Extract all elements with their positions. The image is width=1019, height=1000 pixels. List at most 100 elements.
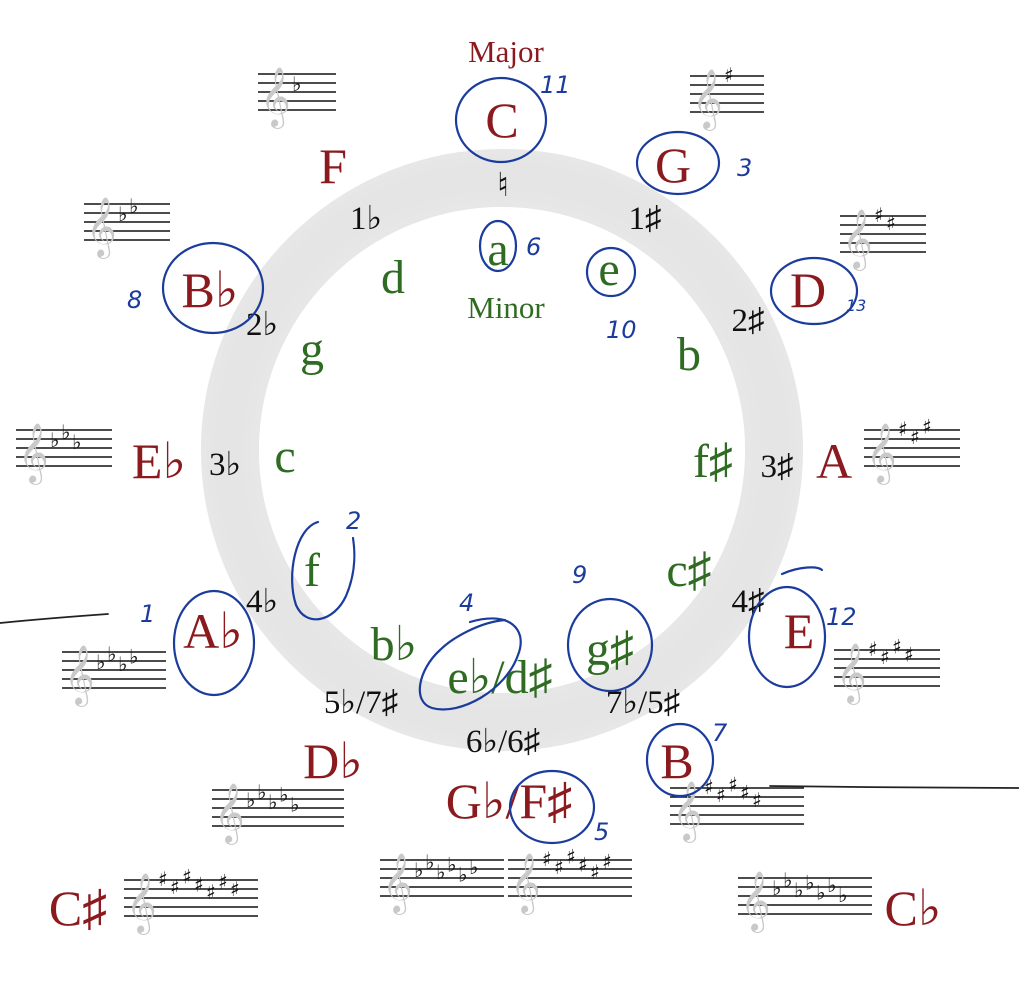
minor-key-g: g [300, 323, 324, 376]
ink-number-bb: 8 [127, 286, 142, 314]
ink-number-b: 7 [712, 719, 728, 747]
sharp-icon: ♯ [566, 845, 576, 869]
treble-clef-icon: 𝄞 [836, 643, 867, 705]
accidental-1-flat: 1♭ [350, 201, 382, 237]
ink-circle-d [769, 256, 859, 326]
ink-circle-eb-minor [418, 617, 522, 711]
sharp-icon: ♯ [910, 425, 920, 449]
flat-icon: ♭ [772, 876, 781, 900]
sharp-icon: ♯ [542, 847, 552, 871]
key-signature-staves: 𝄞♭𝄞♯𝄞♭♭𝄞♯♯𝄞♭♭♭𝄞♯♯♯𝄞♭♭♭♭𝄞♯♯♯♯𝄞♭♭♭♭♭𝄞♯♯♯♯♯… [16, 63, 960, 935]
major-key-cs: C♯ [49, 880, 107, 936]
sharp-icon: ♯ [874, 203, 884, 227]
flat-icon: ♭ [61, 420, 70, 444]
flat-icon: ♭ [50, 428, 59, 452]
minor-key-cs: c♯ [666, 544, 711, 597]
ink-circle-bb [161, 241, 265, 335]
minor-key-a: a [487, 223, 508, 276]
major-key-f: F [319, 138, 347, 194]
ink-line-left [0, 613, 109, 624]
ink-circle-g [635, 130, 721, 196]
flat-icon: ♭ [414, 858, 423, 882]
ink-stroke-e [780, 566, 824, 576]
minor-key-c: c [274, 430, 295, 483]
sharp-icon: ♯ [880, 645, 890, 669]
ink-number-e-minor: 10 [606, 316, 637, 344]
handwritten-ink [0, 76, 1019, 845]
major-key-cb: C♭ [885, 880, 942, 936]
sharp-icon: ♯ [206, 880, 216, 904]
sharp-icon: ♯ [704, 775, 714, 799]
staff-g: 𝄞♯ [690, 63, 764, 131]
ink-number-a-minor: 6 [526, 233, 541, 261]
sharp-icon: ♯ [868, 637, 878, 661]
ink-circle-e-minor [585, 246, 637, 298]
major-key-b: B [660, 733, 693, 789]
staff-eb: 𝄞♭♭♭ [16, 420, 112, 485]
sharp-icon: ♯ [194, 872, 204, 896]
accidental-6-flats-6-sharps: 6♭/6♯ [466, 724, 540, 760]
accidental-5-flats-7-sharps: 5♭/7♯ [324, 685, 398, 721]
staff-b: 𝄞♯♯♯♯♯ [670, 773, 804, 843]
sharp-icon: ♯ [752, 788, 762, 812]
flat-icon: ♭ [783, 868, 792, 892]
sharp-icon: ♯ [182, 865, 192, 889]
ink-arc-f-minor [291, 520, 356, 621]
flat-icon: ♭ [447, 852, 456, 876]
treble-clef-icon: 𝄞 [126, 873, 157, 935]
staff-d: 𝄞♯♯ [840, 203, 926, 271]
sharp-icon: ♯ [230, 877, 240, 901]
treble-clef-icon: 𝄞 [64, 645, 95, 707]
circle-ring-band [201, 149, 803, 751]
ink-number-ab: 1 [140, 600, 155, 628]
major-key-g: G [655, 137, 691, 193]
ink-circle-ab [172, 589, 256, 697]
flat-icon: ♭ [118, 202, 127, 226]
major-key-e: E [784, 603, 815, 659]
sharp-icon: ♯ [578, 852, 588, 876]
staff-cs: 𝄞♯♯♯♯♯♯♯ [124, 865, 258, 935]
sharp-icon: ♯ [922, 415, 932, 439]
minor-key-bb: b♭ [371, 618, 418, 671]
flat-icon: ♭ [436, 860, 445, 884]
flat-icon: ♭ [268, 790, 277, 814]
sharp-icon: ♯ [898, 417, 908, 441]
major-key-d: D [790, 262, 826, 318]
sharp-icon: ♯ [740, 780, 750, 804]
sharp-icon: ♯ [728, 773, 738, 797]
treble-clef-icon: 𝄞 [692, 69, 723, 131]
major-key-ab: A♭ [183, 603, 243, 659]
minor-key-eb-ds: e♭/d♯ [447, 651, 552, 704]
flat-icon: ♭ [246, 788, 255, 812]
major-key-db: D♭ [303, 733, 363, 789]
staff-db: 𝄞♭♭♭♭♭ [212, 780, 344, 845]
staff-f: 𝄞♭ [258, 67, 336, 129]
sharp-icon: ♯ [892, 635, 902, 659]
flat-icon: ♭ [96, 650, 105, 674]
flat-icon: ♭ [257, 780, 266, 804]
minor-key-fs: f♯ [693, 435, 733, 488]
flat-icon: ♭ [827, 873, 836, 897]
major-key-bb: B♭ [182, 262, 239, 318]
major-key-gb-fs: G♭/F♯ [446, 773, 572, 829]
major-key-eb: E♭ [132, 433, 186, 489]
ink-number-c: 11 [540, 71, 571, 99]
major-header: Major [468, 34, 544, 69]
flat-icon: ♭ [72, 430, 81, 454]
sharp-icon: ♯ [904, 642, 914, 666]
sharp-icon: ♯ [170, 875, 180, 899]
flat-icon: ♭ [458, 863, 467, 887]
flat-icon: ♭ [469, 855, 478, 879]
flat-icon: ♭ [129, 644, 138, 668]
ink-number-fs: 5 [594, 818, 609, 846]
flat-icon: ♭ [292, 72, 301, 96]
treble-clef-icon: 𝄞 [842, 209, 873, 271]
sharp-icon: ♯ [724, 63, 734, 87]
ink-line-right [769, 785, 1019, 789]
sharp-icon: ♯ [218, 869, 228, 893]
sharp-icon: ♯ [554, 855, 564, 879]
accidental-2-flats: 2♭ [246, 307, 278, 343]
flat-icon: ♭ [816, 881, 825, 905]
